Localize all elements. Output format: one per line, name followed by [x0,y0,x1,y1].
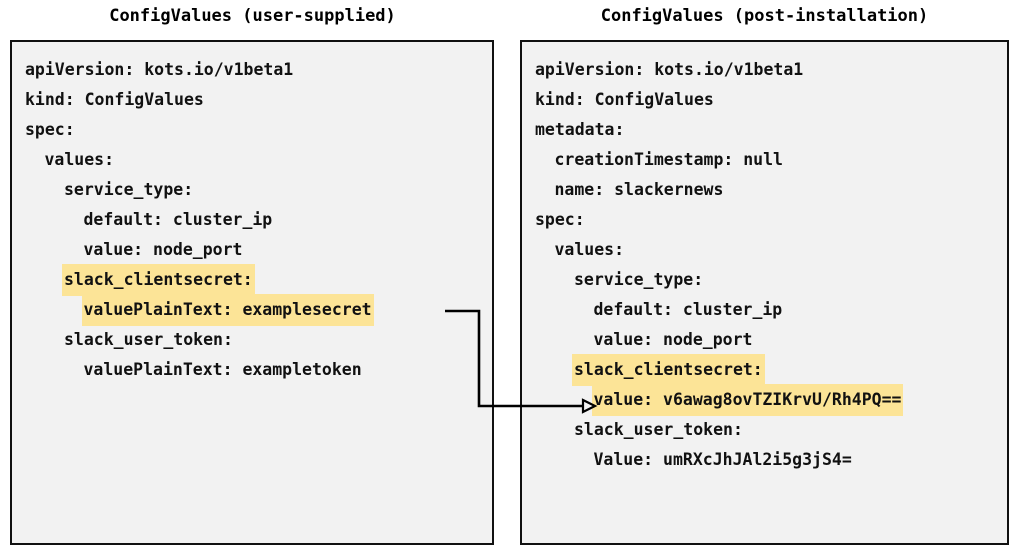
code-line-text: spec: [25,120,75,139]
config-values-user-supplied-panel: apiVersion: kots.io/v1beta1 kind: ConfigV… [10,40,494,545]
right-panel-code-block: apiVersion: kots.io/v1beta1 kind: ConfigV… [522,42,1007,474]
code-line-text: values: [554,240,625,259]
code-line-text: default: cluster_ip [593,300,783,319]
code-line: value: v6awag8ovTZIKrvU/Rh4PQ== [522,384,1007,416]
code-line: default: cluster_ip [522,294,1007,324]
code-line-text: value: v6awag8ovTZIKrvU/Rh4PQ== [591,384,904,416]
code-line: service_type: [12,174,492,204]
code-line: service_type: [522,264,1007,294]
code-line-text: valuePlainText: exampletoken [83,360,362,379]
code-line: Value: umRXcJhJAl2i5g3jS4= [522,444,1007,474]
code-line: metadata: [522,114,1007,144]
right-panel-title: ConfigValues (post-installation) [600,6,929,26]
code-line-text: metadata: [535,120,625,139]
code-line-text: Value: umRXcJhJAl2i5g3jS4= [593,450,852,469]
code-line: slack_clientsecret: [12,264,492,296]
code-line: apiVersion: kots.io/v1beta1 [522,54,1007,84]
code-line-text: default: cluster_ip [83,210,273,229]
code-line-text: valuePlainText: examplesecret [81,294,374,326]
code-line: values: [12,144,492,174]
code-line: slack_user_token: [522,414,1007,444]
code-line: slack_clientsecret: [522,354,1007,386]
left-panel-code-block: apiVersion: kots.io/v1beta1 kind: ConfigV… [12,42,492,384]
code-line-text: name: slackernews [554,180,724,199]
left-panel-title: ConfigValues (user-supplied) [109,6,396,26]
code-line-text: value: node_port [83,240,243,259]
code-line: default: cluster_ip [12,204,492,234]
code-line: value: node_port [522,324,1007,354]
code-line: values: [522,234,1007,264]
code-line-text: service_type: [574,270,704,289]
code-line-text: slack_clientsecret: [572,354,765,386]
code-line-text: apiVersion: kots.io/v1beta1 [25,60,294,79]
code-line-text: values: [44,150,115,169]
code-line-text: apiVersion: kots.io/v1beta1 [535,60,804,79]
code-line-text: creationTimestamp: null [554,150,783,169]
code-line-text: kind: ConfigValues [535,90,714,109]
code-line-text: kind: ConfigValues [25,90,204,109]
code-line: slack_user_token: [12,324,492,354]
code-line-text: service_type: [64,180,194,199]
code-line: name: slackernews [522,174,1007,204]
code-line: spec: [522,204,1007,234]
code-line-text: slack_clientsecret: [62,264,255,296]
code-line-text: slack_user_token: [574,420,743,439]
code-line: kind: ConfigValues [522,84,1007,114]
code-line-text: spec: [535,210,585,229]
code-line: valuePlainText: examplesecret [12,294,492,326]
code-line: valuePlainText: exampletoken [12,354,492,384]
code-line: apiVersion: kots.io/v1beta1 [12,54,492,84]
code-line-text: value: node_port [593,330,753,349]
code-line: spec: [12,114,492,144]
code-line-text: slack_user_token: [64,330,233,349]
code-line: value: node_port [12,234,492,264]
config-values-post-installation-panel: apiVersion: kots.io/v1beta1 kind: ConfigV… [520,40,1009,545]
code-line: creationTimestamp: null [522,144,1007,174]
code-line: kind: ConfigValues [12,84,492,114]
